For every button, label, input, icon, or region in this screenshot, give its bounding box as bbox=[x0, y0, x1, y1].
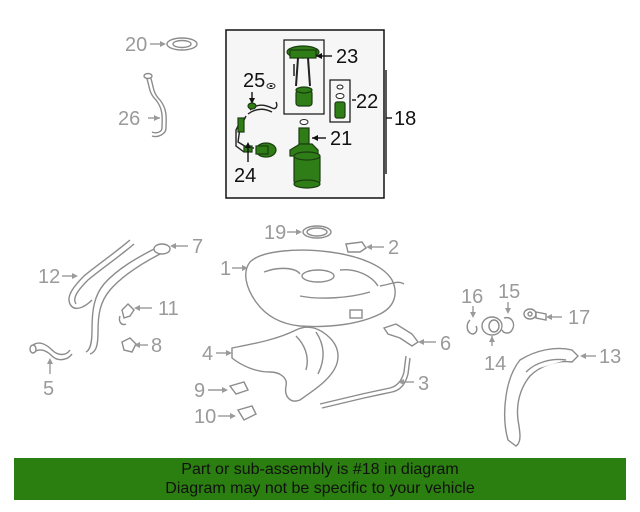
arrow-9 bbox=[222, 387, 228, 393]
callout-14: 14 bbox=[484, 353, 506, 375]
part-19-gasket[interactable] bbox=[302, 225, 332, 239]
callout-26: 26 bbox=[118, 108, 140, 130]
callout-7: 7 bbox=[192, 236, 203, 258]
part-1-fuel-tank[interactable] bbox=[245, 249, 405, 328]
arrow-16 bbox=[470, 312, 476, 318]
callout-15: 15 bbox=[498, 281, 520, 303]
part-10-bracket[interactable] bbox=[236, 405, 257, 421]
arrow-13 bbox=[580, 353, 586, 359]
banner-line-2: Diagram may not be specific to your vehi… bbox=[165, 480, 475, 497]
part-7-filler-neck[interactable] bbox=[85, 243, 171, 355]
callout-18: 18 bbox=[394, 108, 416, 130]
callout-24: 24 bbox=[234, 165, 256, 187]
arrow-21 bbox=[312, 135, 318, 141]
arrow-14 bbox=[489, 336, 495, 342]
arrow-19 bbox=[296, 229, 302, 235]
part-12-breather-pipe[interactable] bbox=[68, 239, 135, 310]
part-17-fuel-cap[interactable] bbox=[523, 308, 547, 321]
part-13-filler-housing[interactable] bbox=[503, 347, 579, 447]
arrow-10 bbox=[230, 413, 236, 419]
callout-20: 20 bbox=[125, 34, 147, 56]
callout-2: 2 bbox=[388, 237, 399, 259]
arrow-6 bbox=[418, 339, 424, 345]
callout-12: 12 bbox=[38, 266, 60, 288]
arrow-20 bbox=[160, 41, 166, 47]
part-22-frame bbox=[329, 79, 351, 123]
callout-16: 16 bbox=[461, 286, 483, 308]
callout-4: 4 bbox=[202, 343, 213, 365]
part-5-hose[interactable] bbox=[29, 342, 73, 361]
callout-25: 25 bbox=[243, 70, 265, 92]
arrow-26 bbox=[154, 115, 160, 121]
part-21-fuel-pump[interactable] bbox=[289, 119, 321, 189]
callout-10: 10 bbox=[194, 406, 216, 428]
arrow-11 bbox=[134, 305, 140, 311]
callout-1: 1 bbox=[220, 258, 231, 280]
arrow-23 bbox=[316, 53, 322, 59]
callout-22: 22 bbox=[356, 91, 378, 113]
callout-17: 17 bbox=[568, 307, 590, 329]
callout-8: 8 bbox=[151, 335, 162, 357]
arrow-7 bbox=[170, 243, 176, 249]
arrow-2 bbox=[366, 244, 372, 250]
callout-19: 19 bbox=[264, 222, 286, 244]
arrow-17 bbox=[546, 314, 552, 320]
callout-6: 6 bbox=[440, 333, 451, 355]
banner-line-1: Part or sub-assembly is #18 in diagram bbox=[181, 461, 459, 478]
part-4-heat-shield[interactable] bbox=[231, 326, 339, 402]
callout-21: 21 bbox=[330, 128, 352, 150]
arrow-25 bbox=[249, 98, 255, 104]
part-8-bracket[interactable] bbox=[121, 337, 137, 353]
callout-3: 3 bbox=[418, 373, 429, 395]
part-15-ring[interactable] bbox=[501, 316, 515, 334]
arrow-24 bbox=[245, 142, 251, 148]
part-2-bracket[interactable] bbox=[345, 241, 367, 253]
arrow-5 bbox=[47, 358, 53, 364]
callout-9: 9 bbox=[194, 380, 205, 402]
arrow-3 bbox=[398, 379, 404, 385]
part-23-pump-module-top[interactable] bbox=[286, 45, 320, 107]
part-22-filter[interactable] bbox=[334, 84, 346, 119]
part-3-tank-strap[interactable] bbox=[319, 355, 411, 409]
part-6-tube[interactable] bbox=[382, 323, 420, 347]
part-25-clip[interactable] bbox=[266, 83, 276, 89]
part-20-seal-ring[interactable] bbox=[166, 37, 198, 51]
arrow-8 bbox=[134, 342, 140, 348]
arrow-4 bbox=[226, 350, 232, 356]
callout-13: 13 bbox=[599, 346, 621, 368]
part-9-bracket[interactable] bbox=[228, 381, 249, 395]
arrow-1 bbox=[242, 265, 248, 271]
callout-5: 5 bbox=[43, 378, 54, 400]
arrow-15 bbox=[505, 308, 511, 314]
callout-11: 11 bbox=[158, 298, 179, 320]
arrow-12 bbox=[72, 273, 78, 279]
part-14-collar[interactable] bbox=[481, 316, 503, 336]
info-banner: Part or sub-assembly is #18 in diagram D… bbox=[14, 458, 626, 500]
callout-23: 23 bbox=[336, 46, 358, 68]
part-26-vent-hose[interactable] bbox=[143, 72, 167, 138]
part-11-clamp[interactable] bbox=[118, 303, 135, 326]
part-23-frame bbox=[283, 39, 325, 115]
part-16-ring[interactable] bbox=[466, 319, 478, 335]
